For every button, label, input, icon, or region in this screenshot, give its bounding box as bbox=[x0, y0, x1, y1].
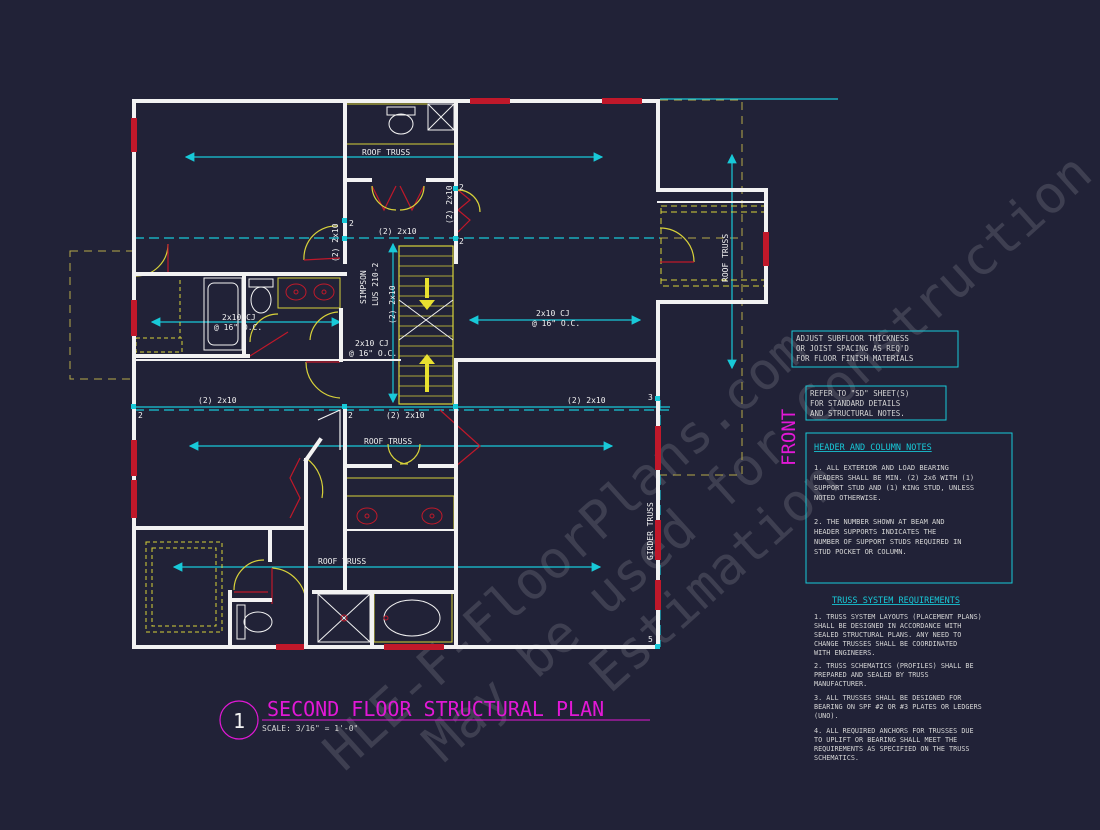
label-header-v2: (2) 2x10 bbox=[445, 185, 454, 224]
label-header-v1: (2) 2x10 bbox=[331, 223, 340, 262]
watermark-line-2: May be used for Construction bbox=[412, 142, 1100, 773]
front-label: FRONT bbox=[778, 409, 800, 466]
label-roof-truss-top: ROOF TRUSS bbox=[362, 148, 410, 157]
toilet-icon bbox=[248, 278, 274, 314]
sink-icon bbox=[285, 283, 443, 525]
header-note-2-line-1: 2. THE NUMBER SHOWN AT BEAM AND bbox=[814, 518, 945, 526]
label-cj-right-2: @ 16" O.C. bbox=[532, 319, 580, 328]
label-header-c: (2) 2x10 bbox=[386, 411, 425, 420]
subfloor-note-line-2: OR JOIST SPACING AS REQ'D bbox=[796, 344, 909, 353]
truss-notes-title: TRUSS SYSTEM REQUIREMENTS bbox=[832, 596, 960, 606]
toilet-icon bbox=[236, 604, 273, 640]
subfloor-note-line-1: ADJUST SUBFLOOR THICKNESS bbox=[796, 334, 909, 343]
label-cj-left-2: @ 16" O.C. bbox=[214, 323, 262, 332]
drawing-title: SECOND FLOOR STRUCTURAL PLAN bbox=[267, 697, 604, 721]
label-roof-truss-bottom: ROOF TRUSS bbox=[318, 557, 366, 566]
plan-labels: ROOF TRUSS ROOF TRUSS ROOF TRUSS ROOF TR… bbox=[138, 148, 730, 644]
label-post-count: 5 bbox=[648, 635, 653, 644]
stair-down-arrow-icon bbox=[419, 278, 435, 310]
truss-note-1-line-3: SEALED STRUCTURAL PLANS. ANY NEED TO bbox=[814, 631, 961, 639]
refer-note-line-3: AND STRUCTURAL NOTES. bbox=[810, 409, 905, 418]
refer-note-line-2: FOR STANDARD DETAILS bbox=[810, 399, 901, 408]
truss-note-4-line-4: SCHEMATICS. bbox=[814, 754, 859, 762]
header-note-1-line-3: SUPPORT STUD AND (1) KING STUD, UNLESS bbox=[814, 484, 974, 492]
truss-note-3-line-2: BEARING ON SPF #2 OR #3 PLATES OR LEDGER… bbox=[814, 703, 982, 711]
truss-note-1-line-4: CHANGE TRUSSES SHALL BE COORDINATED bbox=[814, 640, 957, 648]
label-post-count: 2 bbox=[349, 219, 354, 228]
label-post-count: 2 bbox=[138, 411, 143, 420]
drawing-number-circle bbox=[219, 700, 259, 740]
label-post-count: 2 bbox=[459, 237, 464, 246]
header-note-1-line-2: HEADERS SHALL BE MIN. (2) 2x6 WITH (1) bbox=[814, 474, 974, 482]
header-column-notes: HEADER AND COLUMN NOTES 1. ALL EXTERIOR … bbox=[805, 432, 1013, 584]
label-roof-truss-mid: ROOF TRUSS bbox=[364, 437, 412, 446]
window-openings bbox=[131, 98, 769, 650]
label-cj-right-1: 2x10 CJ bbox=[536, 309, 570, 318]
header-notes-title: HEADER AND COLUMN NOTES bbox=[814, 443, 932, 453]
label-girder-truss: GIRDER TRUSS bbox=[646, 502, 655, 560]
span-arrows bbox=[150, 152, 737, 572]
label-header-d: (2) 2x10 bbox=[567, 396, 606, 405]
drawing-scale: SCALE: 3/16" = 1'-0" bbox=[262, 724, 358, 733]
truss-note-1-line-5: WITH ENGINEERS. bbox=[814, 649, 875, 657]
header-note-2-line-2: HEADER SUPPORTS INDICATES THE bbox=[814, 528, 936, 536]
support-posts bbox=[131, 186, 660, 649]
label-cj-mid-1: 2x10 CJ bbox=[355, 339, 389, 348]
truss-note-4-line-1: 4. ALL REQUIRED ANCHORS FOR TRUSSES DUE bbox=[814, 727, 974, 735]
truss-note-1-line-1: 1. TRUSS SYSTEM LAYOUTS (PLACEMENT PLANS… bbox=[814, 613, 982, 621]
toilet-icon bbox=[386, 106, 416, 135]
shower-icon bbox=[317, 593, 371, 643]
refer-note: REFER TO "SD" SHEET(S) FOR STANDARD DETA… bbox=[805, 385, 947, 421]
truss-note-3-line-1: 3. ALL TRUSSES SHALL BE DESIGNED FOR bbox=[814, 694, 962, 702]
truss-note-1-line-2: SHALL BE DESIGNED IN ACCORDANCE WITH bbox=[814, 622, 961, 630]
header-note-2-line-4: STUD POCKET OR COLUMN. bbox=[814, 548, 907, 556]
label-simpson-2: LUS 210-2 bbox=[371, 262, 380, 306]
header-note-1-line-1: 1. ALL EXTERIOR AND LOAD BEARING bbox=[814, 464, 949, 472]
subfloor-note-line-3: FOR FLOOR FINISH MATERIALS bbox=[796, 354, 914, 363]
stair-up-arrow-icon bbox=[419, 354, 435, 392]
label-header-v3: (2) 2x10 bbox=[388, 285, 397, 324]
drawing-number: 1 bbox=[233, 709, 245, 733]
label-roof-truss-vertical: ROOF TRUSS bbox=[721, 234, 730, 282]
label-post-count: 3 bbox=[648, 393, 653, 402]
truss-note-3-line-3: (UNO). bbox=[814, 712, 839, 720]
label-simpson-1: SIMPSON bbox=[359, 270, 368, 304]
truss-note-2-line-2: PREPARED AND SEALED BY TRUSS bbox=[814, 671, 929, 679]
truss-note-2-line-3: MANUFACTURER. bbox=[814, 680, 867, 688]
truss-requirements: TRUSS SYSTEM REQUIREMENTS 1. TRUSS SYSTE… bbox=[814, 596, 982, 762]
truss-note-2-line-1: 2. TRUSS SCHEMATICS (PROFILES) SHALL BE bbox=[814, 662, 974, 670]
title-block: 1 SECOND FLOOR STRUCTURAL PLAN SCALE: 3/… bbox=[219, 697, 650, 740]
header-note-1-line-4: NOTED OTHERWISE. bbox=[814, 494, 881, 502]
label-post-count: 2 bbox=[348, 411, 353, 420]
label-cj-left-1: 2x10 CJ bbox=[222, 313, 256, 322]
label-header-b: (2) 2x10 bbox=[198, 396, 237, 405]
label-header-a: (2) 2x10 bbox=[378, 227, 417, 236]
doors bbox=[135, 185, 695, 605]
stair bbox=[398, 245, 454, 405]
label-cj-mid-2: @ 16" O.C. bbox=[349, 349, 397, 358]
laundry-box bbox=[427, 103, 455, 131]
refer-note-line-1: REFER TO "SD" SHEET(S) bbox=[810, 389, 909, 398]
truss-note-4-line-2: TO UPLIFT OR BEARING SHALL MEET THE bbox=[814, 736, 957, 744]
label-post-count: 2 bbox=[459, 183, 464, 192]
subfloor-note: ADJUST SUBFLOOR THICKNESS OR JOIST SPACI… bbox=[791, 330, 959, 368]
truss-note-4-line-3: REQUIREMENTS AS SPECIFIED ON THE TRUSS bbox=[814, 745, 970, 753]
header-note-2-line-3: NUMBER OF SUPPORT STUDS REQUIRED IN bbox=[814, 538, 962, 546]
